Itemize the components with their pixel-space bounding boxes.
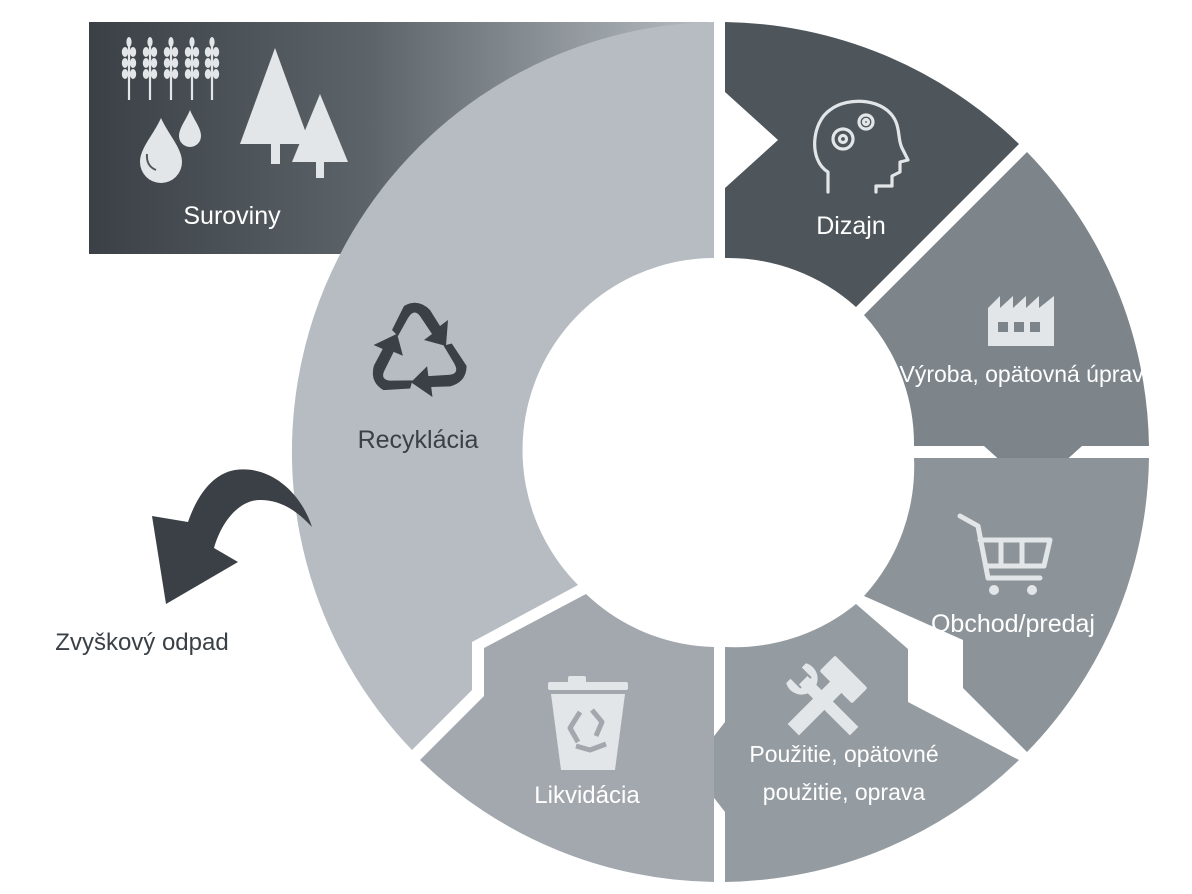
factory-icon [988, 296, 1054, 346]
recycle-icon [358, 302, 476, 406]
recycling-segment [291, 22, 714, 750]
wheat-icon [121, 35, 221, 102]
retail-label: Obchod/predaj [931, 610, 1095, 638]
raw-materials-label: Suroviny [183, 202, 281, 230]
trees-icon [240, 48, 348, 178]
production-label: Výroba, opätovná úprava [899, 361, 1156, 387]
residual-waste-label: Zvyškový odpad [55, 629, 228, 656]
recycle-bin-icon [548, 676, 628, 770]
head-gears-icon [813, 99, 910, 194]
retail-segment [864, 458, 1149, 752]
design-label: Dizajn [816, 212, 885, 240]
disposal-label: Likvidácia [534, 782, 640, 809]
water-drops-icon [140, 110, 201, 183]
design-segment [725, 22, 1019, 307]
use-label-line1: Použitie, opätovné [749, 741, 938, 767]
curved-arrow-icon [152, 469, 312, 604]
hammer-wrench-icon [786, 656, 867, 736]
shopping-cart-icon [957, 513, 1053, 595]
use-segment [690, 604, 1019, 882]
use-label-line2: použitie, oprava [763, 779, 926, 805]
recycling-label: Recyklácia [358, 426, 479, 454]
